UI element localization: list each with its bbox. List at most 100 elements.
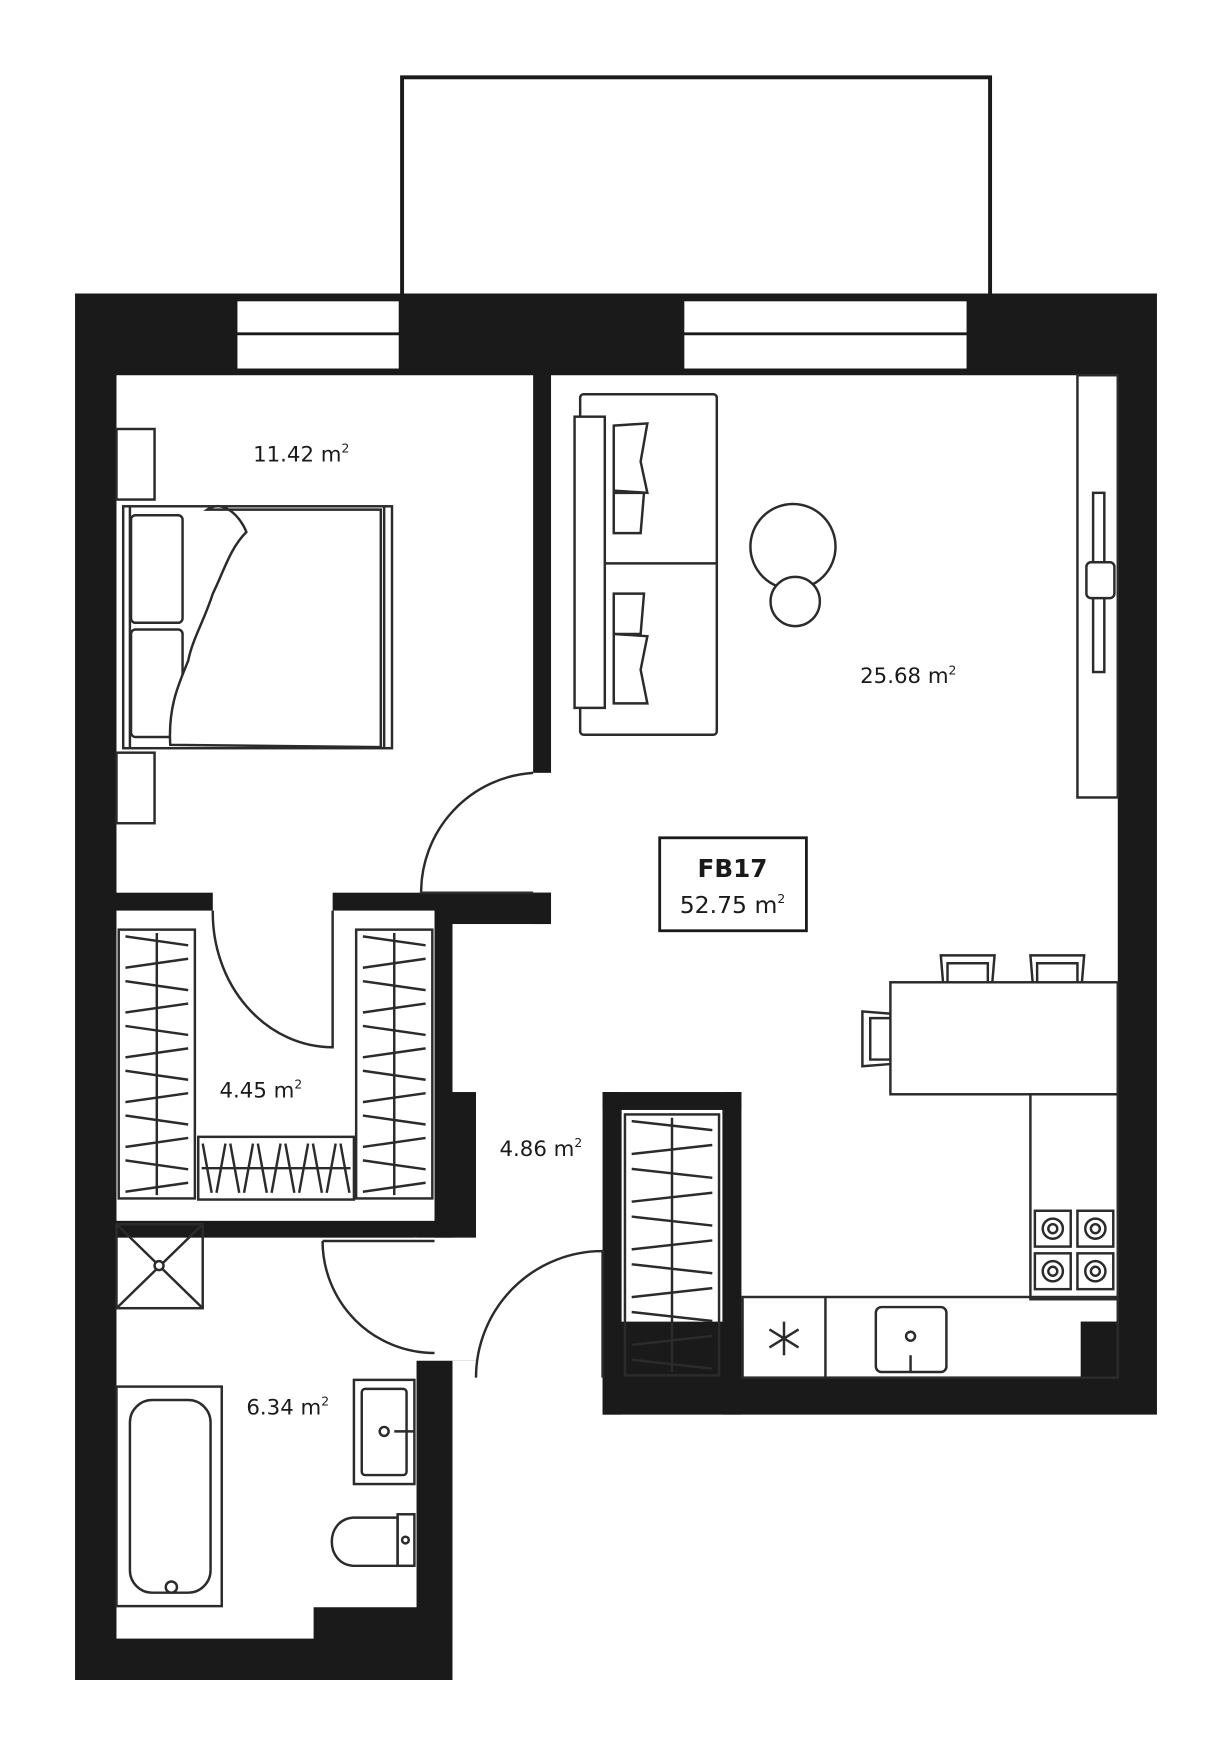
nightstand — [115, 751, 156, 825]
wardrobe-frame — [197, 1135, 356, 1201]
kitchen-counter — [741, 1093, 1119, 1379]
hanger — [631, 1310, 713, 1323]
hanger — [325, 1143, 337, 1194]
area-unit: m — [321, 442, 342, 467]
wardrobe-closet-left — [117, 928, 197, 1200]
nightstand — [115, 427, 156, 501]
cooktop — [1033, 1209, 1115, 1291]
hanger — [311, 1143, 324, 1194]
hanger — [362, 935, 426, 947]
hanger — [339, 1143, 351, 1194]
area-value: 6.34 — [246, 1396, 293, 1421]
hanger — [631, 1143, 713, 1156]
area-unit: m — [274, 1079, 295, 1104]
area-unit: m — [755, 891, 778, 919]
hall-floor-link — [551, 892, 563, 927]
hanger — [125, 1069, 189, 1081]
hanger — [362, 1159, 426, 1171]
shower — [115, 1222, 204, 1310]
hanger — [362, 1091, 426, 1104]
hanger — [362, 1024, 426, 1037]
hanger — [631, 1358, 713, 1370]
hanger — [125, 1024, 189, 1037]
hall-floor-upper — [452, 924, 622, 1093]
hanger — [125, 957, 189, 969]
hanger — [631, 1119, 713, 1132]
hanger — [284, 1143, 296, 1194]
bathroom-right-wall — [416, 1360, 453, 1641]
outside-entrance — [453, 1378, 602, 1424]
area-unit-exponent: 2 — [949, 663, 957, 677]
total-area: 52.75 m2 — [680, 891, 786, 919]
hanger — [362, 1181, 426, 1193]
washbasin — [352, 1378, 416, 1486]
window-bedroom — [235, 299, 401, 371]
hall-floor-lower — [476, 1086, 603, 1380]
toilet — [330, 1513, 416, 1568]
area-unit-exponent: 2 — [321, 1395, 329, 1409]
hanger — [256, 1143, 268, 1194]
area-value: 11.42 — [253, 442, 314, 467]
hanger — [362, 957, 426, 969]
hanger — [215, 1143, 227, 1194]
side-table — [769, 575, 822, 628]
burner-center — [1089, 1222, 1102, 1235]
bedroom-door — [419, 771, 534, 894]
hanger — [631, 1191, 713, 1203]
burner-icon — [1084, 1259, 1107, 1283]
burner-center — [1047, 1222, 1059, 1235]
hanger — [125, 1159, 189, 1171]
area-value: 25.68 — [860, 664, 921, 689]
area-unit-exponent: 2 — [574, 1136, 582, 1150]
closet-right-wall — [434, 910, 453, 1238]
hanger — [631, 1215, 713, 1227]
entrance-door — [474, 1249, 604, 1378]
burner-grate — [1033, 1252, 1072, 1291]
hanger — [631, 1167, 713, 1180]
hanger — [362, 1002, 426, 1014]
balcony — [400, 75, 993, 298]
tv-unit — [1076, 374, 1119, 799]
area-unit: m — [301, 1396, 322, 1421]
hanger — [362, 1047, 426, 1059]
hanger — [631, 1239, 713, 1251]
area-unit-exponent: 2 — [777, 892, 785, 906]
area-unit: m — [554, 1137, 575, 1162]
hanger — [297, 1143, 310, 1194]
hanger — [631, 1263, 713, 1275]
wardrobe-frame — [623, 1113, 721, 1377]
hanger — [201, 1143, 213, 1194]
room-area-label: 4.45 m2 — [220, 1078, 303, 1104]
burner-grate — [1076, 1209, 1115, 1248]
bathroom-wall-notch — [313, 1607, 420, 1641]
unit-code: FB17 — [698, 854, 768, 883]
hanger — [125, 1114, 189, 1126]
hanger — [362, 1136, 426, 1149]
hall-wardrobe-wall-right — [722, 1092, 742, 1415]
wardrobe-closet-bottom — [197, 1135, 356, 1201]
bathtub — [115, 1385, 223, 1608]
area-value: 4.86 — [500, 1137, 547, 1162]
wardrobe-closet-right — [354, 928, 434, 1200]
wardrobe-hall — [623, 1113, 721, 1377]
hanger — [362, 1069, 426, 1081]
area-unit-exponent: 2 — [294, 1078, 302, 1092]
area-unit-exponent: 2 — [341, 442, 349, 456]
burner-grate — [1076, 1252, 1115, 1291]
hanger — [125, 1002, 189, 1014]
hanger — [125, 1136, 189, 1149]
burner-icon — [1084, 1217, 1107, 1240]
hanger — [631, 1286, 713, 1299]
hanger — [229, 1143, 241, 1194]
hanger — [270, 1143, 282, 1194]
room-area-label: 25.68 m2 — [860, 663, 956, 689]
room-area-label: 4.86 m2 — [500, 1136, 583, 1162]
area-unit: m — [928, 664, 949, 689]
closet-door — [211, 910, 334, 1049]
bathroom-door-opening — [414, 1237, 478, 1361]
wardrobe-frame — [117, 928, 197, 1200]
hanger — [125, 1047, 189, 1059]
hanger — [125, 1091, 189, 1104]
dining-table — [861, 954, 1119, 1096]
